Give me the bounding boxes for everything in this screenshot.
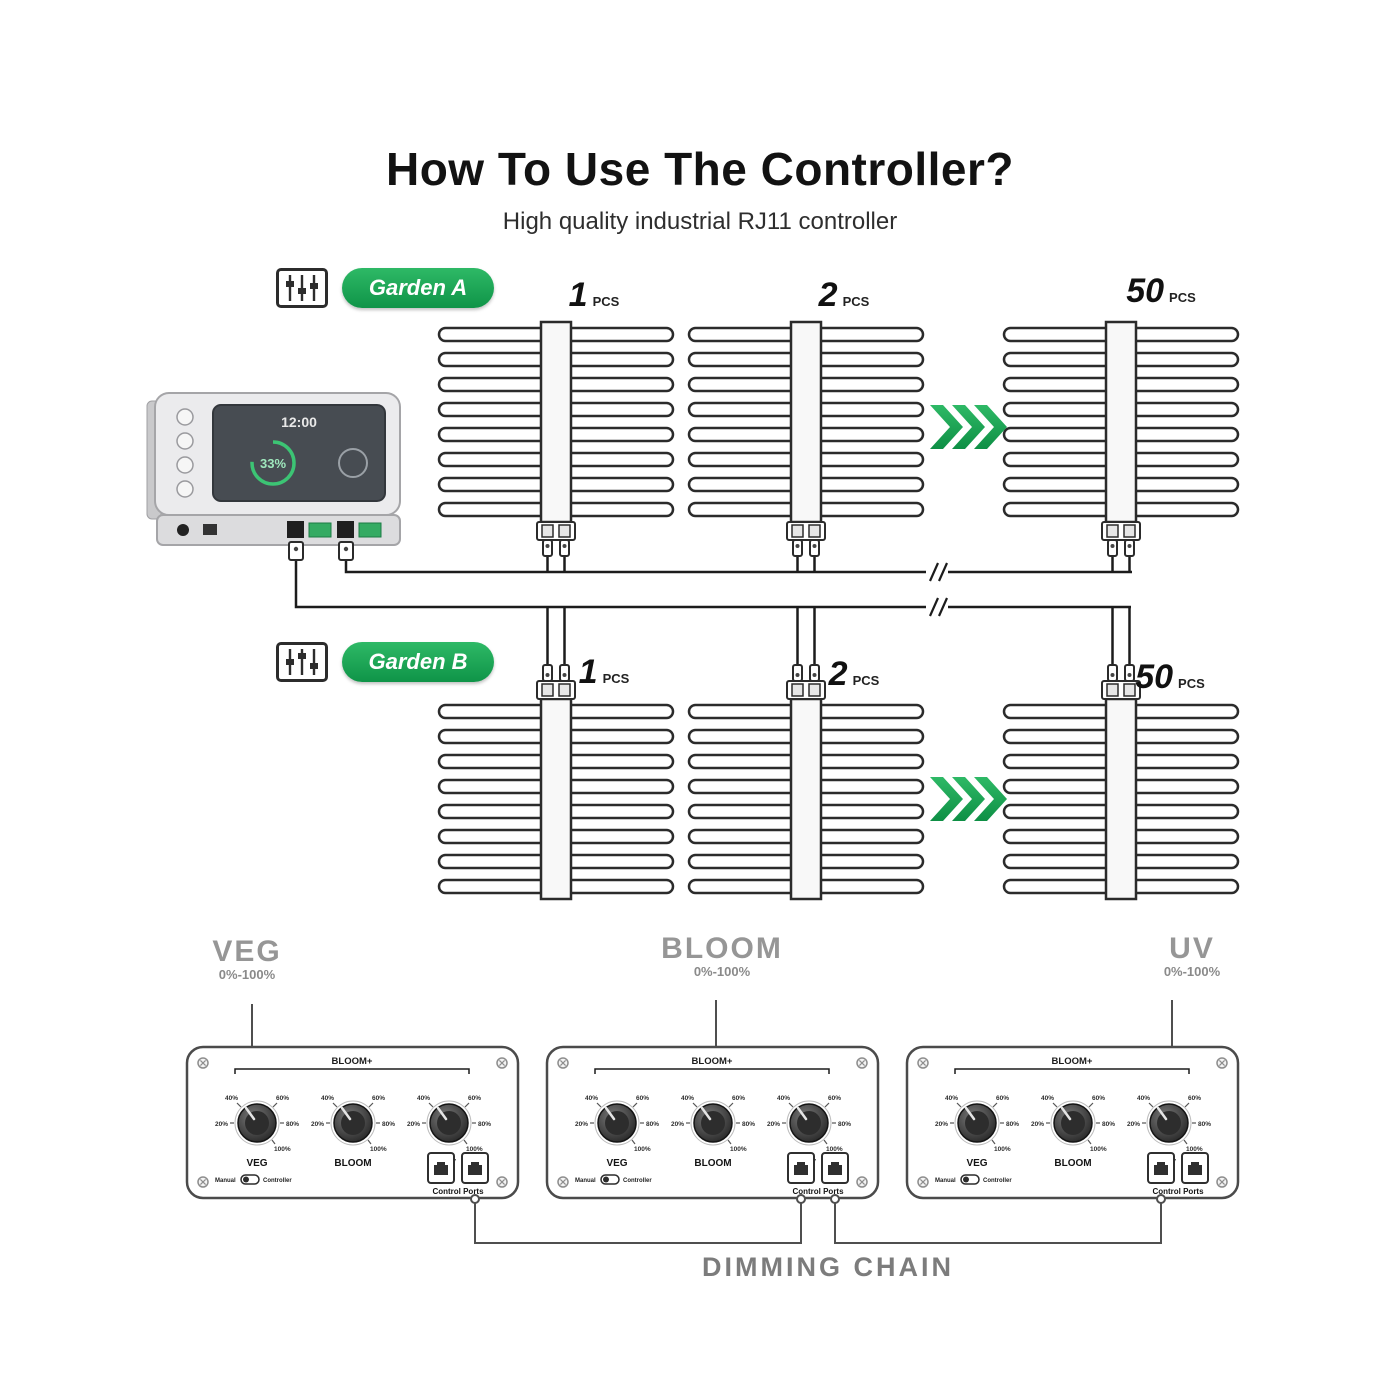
garden-b-label: Garden B — [342, 642, 494, 682]
dimmer-label-bloom: BLOOM 0%-100% — [661, 932, 783, 979]
garden-a-label: Garden A — [342, 268, 494, 308]
terminal-block-b-icon — [358, 522, 382, 538]
wiring-layer — [294, 556, 1132, 665]
dimming-chain-label: DIMMING CHAIN — [702, 1252, 954, 1282]
mixer-sliders-icon — [276, 642, 328, 682]
time-display: 12:00 — [281, 414, 317, 430]
dim-gauge-arc — [250, 440, 296, 486]
terminal-block-a-icon — [308, 522, 332, 538]
screen-secondary-dial — [338, 448, 368, 478]
dimmer-label-veg: VEG 0%-100% — [212, 935, 282, 982]
light-b-2 — [687, 663, 925, 901]
dimmer-label-uv: UV 0%-100% — [1163, 932, 1221, 979]
light-b-1 — [437, 663, 675, 901]
mixer-sliders-icon — [276, 268, 328, 308]
bus-garden-a — [344, 560, 1132, 574]
controller-device: 12:00 33% — [146, 392, 401, 546]
side-buttons — [176, 408, 194, 498]
power-port-icon — [177, 524, 189, 536]
dimmer-panel-3 — [907, 1047, 1238, 1198]
dimmer-panel-2 — [547, 1047, 878, 1198]
drops-garden-a — [546, 556, 1131, 572]
arrows-row-a — [930, 405, 1007, 449]
chain-connector-dots — [470, 1194, 1166, 1204]
drops-garden-b — [546, 607, 1131, 665]
dimming-chain-wires — [474, 1203, 1162, 1244]
light-a-1 — [437, 320, 675, 558]
light-a-2 — [687, 320, 925, 558]
rj11-out-b-icon — [337, 521, 354, 538]
page-subtitle: High quality industrial RJ11 controller — [502, 208, 898, 235]
arrows-row-b — [930, 777, 1007, 821]
garden-b-badge: Garden B — [276, 642, 494, 682]
dim-value: 33% — [260, 456, 286, 471]
dimmer-panel-1 — [187, 1047, 518, 1198]
light-b-50 — [1002, 663, 1240, 901]
power-switch-icon — [203, 524, 217, 535]
light-a-50 — [1002, 320, 1240, 558]
page-title: How To Use The Controller? — [385, 143, 1015, 195]
garden-a-badge: Garden A — [276, 268, 494, 308]
rj11-out-a-icon — [287, 521, 304, 538]
bus-garden-b — [294, 560, 1131, 609]
